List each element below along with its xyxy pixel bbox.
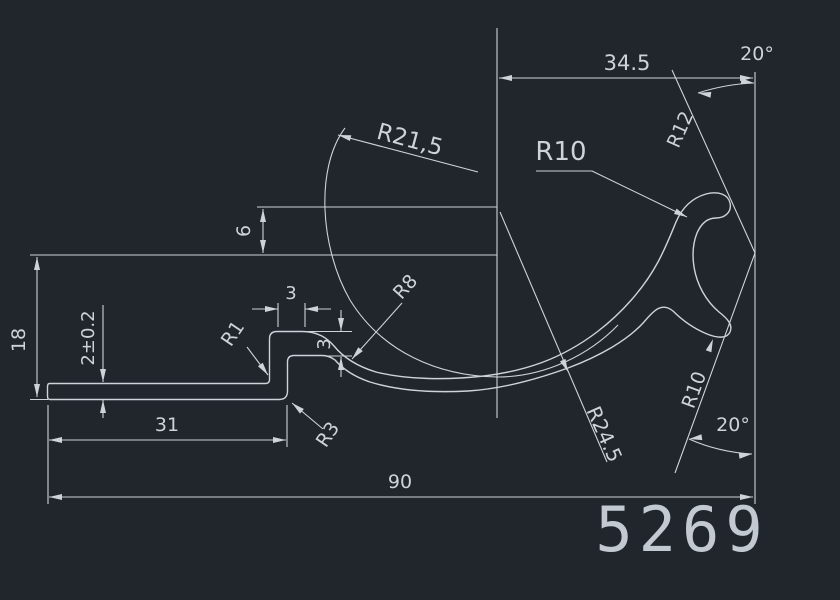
leader-dip-outer-radius — [499, 211, 608, 463]
dim-label-foot-length: 31 — [155, 414, 179, 436]
dim-label-step-thickness: 3 — [314, 338, 335, 349]
dim-label-step-width: 3 — [285, 283, 296, 304]
dim-label-hook-inner-radius: R10 — [535, 137, 586, 167]
dim-label-center-height: 6 — [233, 225, 255, 237]
dim-label-bottom-angle: 20° — [716, 414, 750, 436]
dim-label-overall-length: 90 — [388, 471, 412, 493]
dim-label-top-angle: 20° — [740, 43, 774, 65]
dim-line-step-width — [252, 303, 331, 327]
dim-label-left-height: 18 — [8, 328, 30, 352]
leader-dip-inner-radius — [337, 134, 479, 173]
arc-r21-construction — [324, 127, 619, 378]
dim-line-overall-length — [47, 447, 753, 504]
dim-line-foot-length — [47, 405, 288, 447]
dim-label-top-offset: 34.5 — [604, 51, 651, 75]
dim-line-step-thickness — [303, 310, 352, 377]
part-number: 5269 — [595, 493, 768, 566]
dim-line-left-height — [30, 257, 48, 401]
dim-label-foot-thickness: 2±0.2 — [78, 310, 99, 365]
leader-hook-inner-radius — [536, 170, 688, 218]
